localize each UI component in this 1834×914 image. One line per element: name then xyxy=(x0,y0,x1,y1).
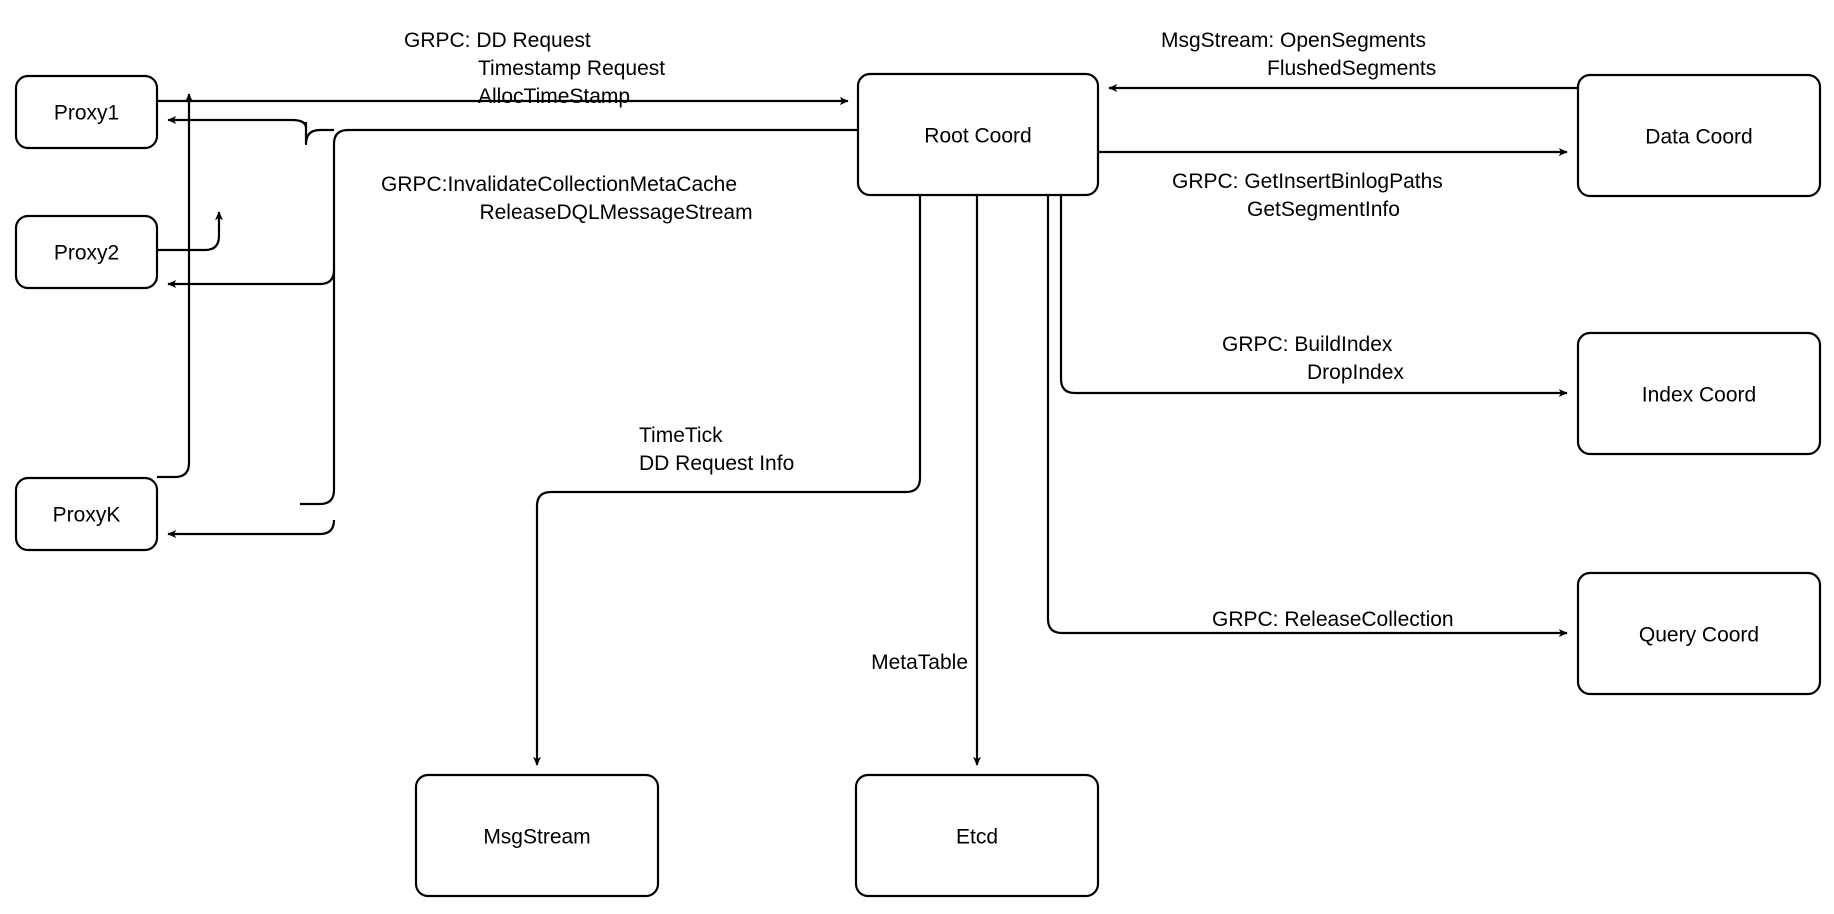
edge-label-datacoord-to-rootcoord: MsgStream: OpenSegments FlushedSegments xyxy=(1161,29,1436,80)
edge-label-rootcoord-to-datacoord-line1: GRPC: GetInsertBinlogPaths xyxy=(1172,170,1443,193)
edge-rootcoord-to-proxyk-branch xyxy=(167,519,336,539)
edge-label-datacoord-to-rootcoord-line2: FlushedSegments xyxy=(1267,57,1436,80)
node-querycoord-label: Query Coord xyxy=(1639,624,1759,647)
edge-rootcoord-to-proxy1-branch xyxy=(167,115,308,129)
edge-label-rootcoord-to-msgstream-line2: DD Request Info xyxy=(639,452,794,475)
edge-label-rootcoord-to-proxies: GRPC:InvalidateCollectionMetaCache Relea… xyxy=(381,173,753,224)
edge-rootcoord-to-proxy2-branch xyxy=(167,269,336,289)
node-rootcoord-label: Root Coord xyxy=(924,125,1031,148)
edge-label-rootcoord-to-proxies-line2: ReleaseDQLMessageStream xyxy=(479,201,752,224)
edge-rootcoord-to-proxies-trunk xyxy=(300,128,858,506)
node-proxy1-label: Proxy1 xyxy=(54,102,119,125)
node-etcd-shape xyxy=(854,773,1100,898)
edge-label-rootcoord-to-querycoord: GRPC: ReleaseCollection xyxy=(1212,608,1454,631)
edge-label-rootcoord-to-indexcoord-line2: DropIndex xyxy=(1307,361,1404,384)
node-etcd[interactable]: Etcd xyxy=(854,773,1100,898)
edge-label-rootcoord-to-msgstream: TimeTick DD Request Info xyxy=(639,424,794,475)
node-datacoord-shape xyxy=(1576,73,1822,198)
edge-label-rootcoord-to-msgstream-line1: TimeTick xyxy=(639,424,723,447)
node-msgstream-label: MsgStream xyxy=(483,826,590,849)
edge-rootcoord-to-msgstream xyxy=(532,195,922,766)
edge-label-proxy-to-rootcoord-line1: GRPC: DD Request xyxy=(404,29,591,52)
node-indexcoord[interactable]: Index Coord xyxy=(1576,331,1822,456)
edge-label-proxy-to-rootcoord-line2: Timestamp Request xyxy=(478,57,665,80)
node-datacoord-label: Data Coord xyxy=(1645,126,1752,149)
edge-label-rootcoord-to-etcd-line1: MetaTable xyxy=(871,651,968,674)
edge-label-rootcoord-to-querycoord-line1: GRPC: ReleaseCollection xyxy=(1212,608,1454,631)
node-rootcoord[interactable]: Root Coord xyxy=(856,72,1100,197)
node-proxyk[interactable]: ProxyK xyxy=(14,476,159,552)
node-proxy2-label: Proxy2 xyxy=(54,242,119,265)
edge-label-rootcoord-to-indexcoord-line1: GRPC: BuildIndex xyxy=(1222,333,1393,356)
edge-label-rootcoord-to-proxies-line1: GRPC:InvalidateCollectionMetaCache xyxy=(381,173,737,196)
node-datacoord[interactable]: Data Coord xyxy=(1576,73,1822,198)
node-proxy1[interactable]: Proxy1 xyxy=(14,74,159,150)
edge-rootcoord-to-querycoord xyxy=(1046,195,1568,638)
edge-label-proxy-to-rootcoord-line3: AllocTimeStamp xyxy=(478,85,630,108)
edge-rootcoord-to-proxy1 xyxy=(304,122,334,146)
node-msgstream-shape xyxy=(414,773,660,898)
node-proxyk-label: ProxyK xyxy=(53,504,121,527)
node-indexcoord-label: Index Coord xyxy=(1642,384,1756,407)
node-msgstream[interactable]: MsgStream xyxy=(414,773,660,898)
node-proxy2-shape xyxy=(14,214,159,290)
node-querycoord[interactable]: Query Coord xyxy=(1576,571,1822,696)
edge-label-rootcoord-to-indexcoord: GRPC: BuildIndex DropIndex xyxy=(1222,333,1404,384)
edge-label-rootcoord-to-datacoord-line2: GetSegmentInfo xyxy=(1247,198,1400,221)
node-etcd-label: Etcd xyxy=(956,826,998,849)
edge-label-rootcoord-to-datacoord: GRPC: GetInsertBinlogPaths GetSegmentInf… xyxy=(1172,170,1443,221)
edge-proxyk-riser xyxy=(157,93,194,479)
edge-proxy2-riser xyxy=(157,211,224,252)
node-proxy2[interactable]: Proxy2 xyxy=(14,214,159,290)
node-querycoord-shape xyxy=(1576,571,1822,696)
node-rootcoord-shape xyxy=(856,72,1100,197)
edge-rootcoord-to-indexcoord xyxy=(1059,195,1568,398)
node-proxyk-shape xyxy=(14,476,159,552)
edge-label-datacoord-to-rootcoord-line1: MsgStream: OpenSegments xyxy=(1161,29,1426,52)
edge-label-proxy-to-rootcoord: GRPC: DD Request Timestamp Request Alloc… xyxy=(404,29,665,108)
node-indexcoord-shape xyxy=(1576,331,1822,456)
node-proxy1-shape xyxy=(14,74,159,150)
edge-label-rootcoord-to-etcd: MetaTable xyxy=(871,651,968,674)
